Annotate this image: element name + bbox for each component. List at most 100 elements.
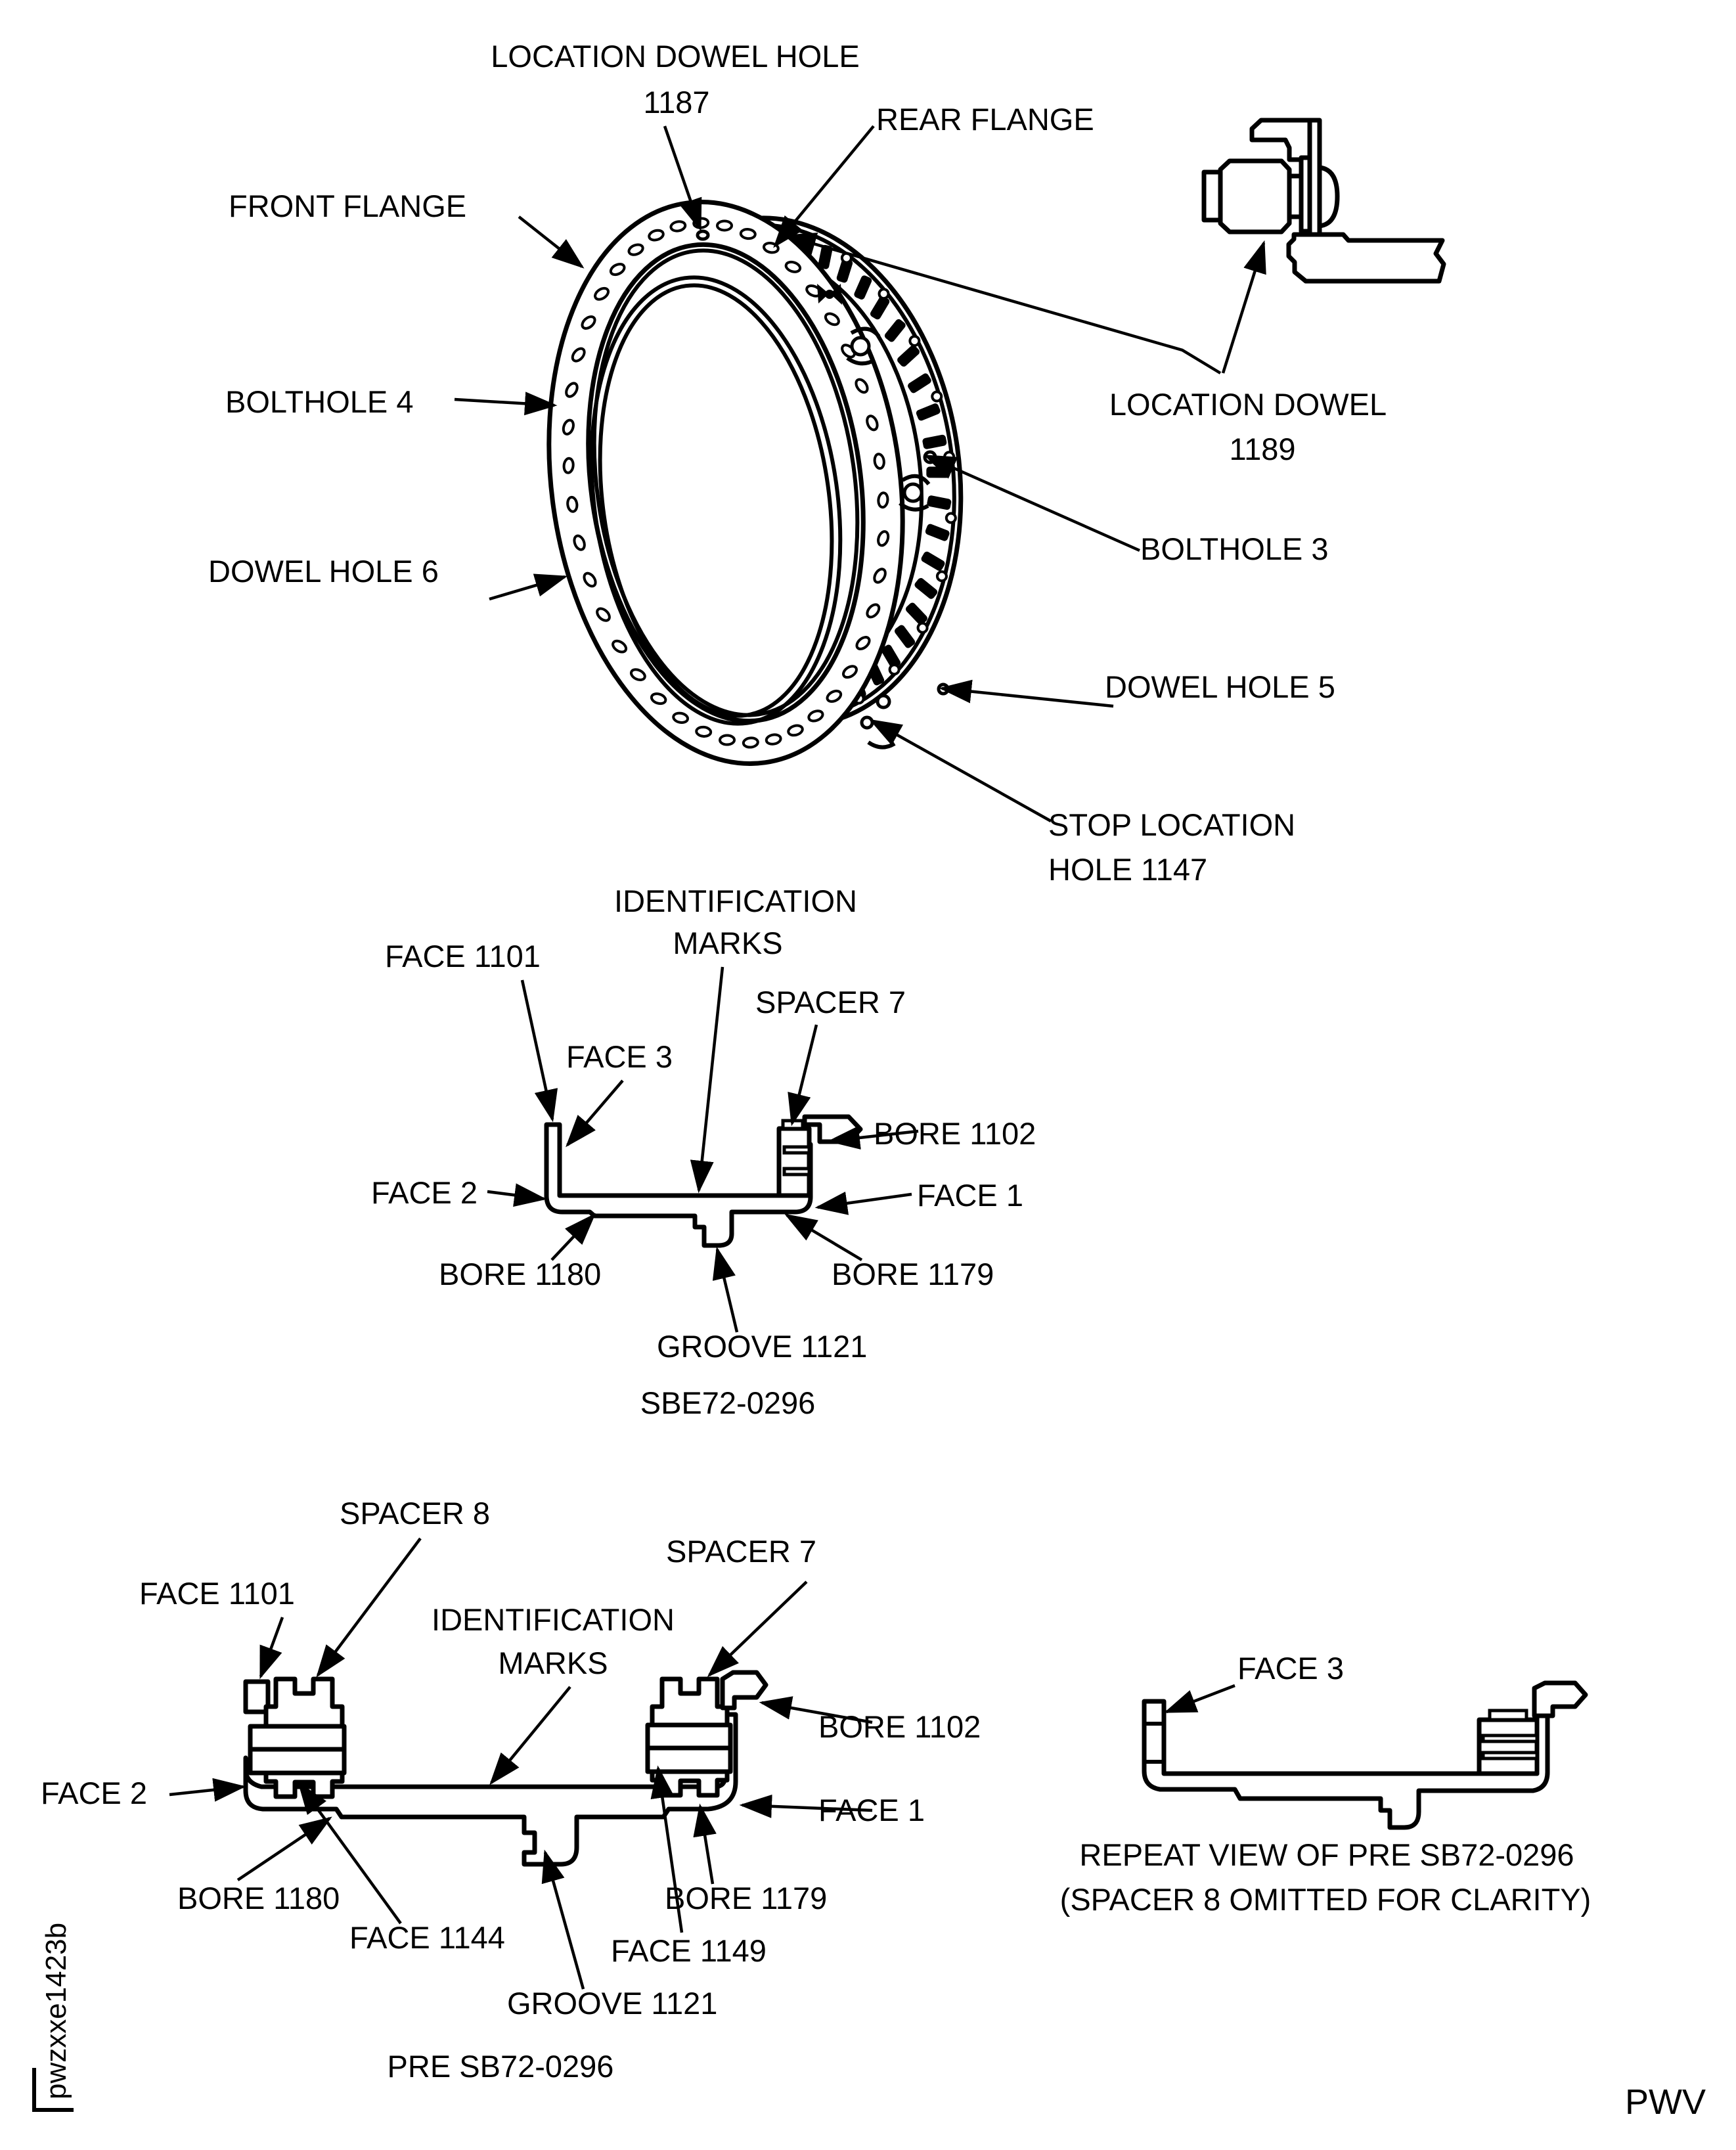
clip-icon: [830, 284, 842, 305]
flange-hook-section: [1249, 118, 1312, 162]
pre-spacer8-top-block: [263, 1676, 345, 1729]
label-sbe-marks: MARKS: [673, 926, 782, 960]
leader-pre-face-1: [739, 1794, 873, 1818]
caption-repeat-2: (SPACER 8 OMITTED FOR CLARITY): [1060, 1882, 1591, 1917]
front-bolt-hole: [627, 243, 644, 256]
clip-icon: [817, 284, 829, 303]
leader-sbe-bore-1180: [550, 1213, 596, 1261]
label-pre-bore-1102: BORE 1102: [818, 1709, 981, 1744]
leader-sbe-face-1101: [520, 979, 558, 1123]
latch-wing-icon: [850, 326, 881, 338]
front-bolt-hole: [650, 692, 667, 705]
front-bolt-hole: [719, 734, 736, 746]
leader-pre-face-2: [169, 1778, 246, 1802]
rear-flange-slot: [916, 403, 941, 421]
leader-sbe-face-3: [566, 1079, 624, 1148]
label-stop-location-1: STOP LOCATION: [1048, 807, 1295, 842]
front-bolt-hole: [787, 724, 804, 737]
latch-circle-icon: [850, 336, 871, 357]
publisher-code: PWV: [1625, 2082, 1706, 2122]
label-pre-spacer-7: SPACER 7: [666, 1534, 816, 1569]
label-sbe-groove-1121: GROOVE 1121: [657, 1329, 867, 1364]
leader-sbe-groove-1121: [712, 1246, 739, 1333]
leader-dowel-hole-6: [489, 573, 568, 601]
ring-illustration: [546, 200, 964, 766]
leader-sbe-bore-1102: [827, 1126, 919, 1150]
pre-section-drawing: [243, 1670, 768, 1867]
pre-bore-lip: [720, 1670, 768, 1711]
dowel-cap: [1201, 169, 1223, 223]
latch-circle-icon: [902, 482, 924, 503]
leader-pre-face-1101: [259, 1617, 284, 1680]
front-bolt-hole: [612, 639, 628, 654]
repeat-section-drawing: [1142, 1680, 1588, 1830]
repeat-spacer7-block: [1477, 1717, 1540, 1776]
leader-front-flange: [518, 215, 585, 269]
rear-flange-slot: [836, 258, 853, 283]
label-pre-face-1: FACE 1: [818, 1793, 925, 1827]
sbe-section-drawing: [544, 1114, 863, 1248]
latch-wing-icon: [867, 740, 896, 750]
caption-pre: PRE SB72-0296: [388, 2049, 614, 2084]
label-repeat-face-3: FACE 3: [1237, 1651, 1344, 1686]
figure-id-bracket: [32, 2068, 74, 2112]
rear-flange-slot: [884, 319, 906, 342]
label-stop-location-2: HOLE 1147: [1048, 852, 1207, 887]
label-pre-spacer-8: SPACER 8: [340, 1496, 490, 1531]
label-sbe-face-2: FACE 2: [371, 1175, 478, 1210]
sbe-channel-profile: [544, 1122, 813, 1248]
stop-hardware-icon: [876, 694, 891, 709]
leader-sbe-face-1: [814, 1191, 912, 1215]
rear-flange-slot: [921, 551, 945, 571]
label-front-flange: FRONT FLANGE: [229, 189, 466, 223]
front-bolt-hole: [583, 571, 597, 588]
label-sbe-identification: IDENTIFICATION: [614, 884, 857, 918]
rear-flange-slot: [905, 602, 927, 625]
clip-pin-icon: [825, 290, 834, 299]
front-bolt-hole: [873, 568, 887, 584]
label-pre-groove-1121: GROOVE 1121: [507, 1986, 717, 2021]
caption-sbe: SBE72-0296: [640, 1385, 816, 1420]
repeat-spacer7-slot: [1481, 1734, 1539, 1743]
front-bolt-hole: [573, 534, 586, 551]
rear-rim-hole: [945, 512, 957, 524]
repeat-spacer7-top-step: [1488, 1709, 1528, 1722]
leader-stop-location-hole: [869, 719, 1052, 822]
rear-flange-slot: [914, 577, 938, 599]
label-location-dowel-num: 1189: [1229, 432, 1295, 466]
label-pre-face-1144: FACE 1144: [349, 1920, 505, 1955]
rear-rim-hole: [931, 390, 943, 403]
front-bolt-hole: [594, 286, 610, 301]
front-bolt-hole: [609, 263, 626, 277]
front-bolt-hole: [877, 530, 890, 547]
caption-repeat-1: REPEAT VIEW OF PRE SB72-0296: [1079, 1837, 1574, 1872]
leader-rear-flange: [773, 125, 875, 248]
leader-pre-spacer-7: [707, 1580, 808, 1678]
ring-labels: LOCATION DOWEL HOLE 1187 REAR FLANGE FRO…: [208, 39, 1387, 887]
front-bolt-hole: [566, 495, 579, 513]
flange-leg-section: [1286, 232, 1446, 284]
front-bolt-hole: [742, 736, 759, 749]
label-location-dowel: LOCATION DOWEL: [1109, 387, 1387, 422]
repeat-labels: FACE 3 REPEAT VIEW OF PRE SB72-0296 (SPA…: [1060, 1651, 1591, 1917]
label-pre-bore-1180: BORE 1180: [177, 1881, 340, 1915]
leader-location-dowel-ring: [783, 233, 1222, 374]
front-bolt-hole: [855, 378, 869, 394]
label-dowel-hole-6: DOWEL HOLE 6: [208, 554, 439, 589]
label-dowel-hole-5: DOWEL HOLE 5: [1105, 669, 1335, 704]
front-bolt-hole: [581, 315, 596, 330]
dowel-hole-1187-target: [696, 229, 710, 241]
label-pre-face-1101: FACE 1101: [139, 1576, 295, 1611]
leader-arrows: [169, 125, 1266, 1990]
rear-flange-slot: [897, 345, 920, 367]
front-bolt-hole: [842, 665, 858, 679]
label-pre-face-2: FACE 2: [41, 1776, 147, 1810]
repeat-spacer7-slot: [1481, 1751, 1539, 1760]
leader-pre-spacer-8: [316, 1537, 422, 1678]
rear-rim-hole: [935, 570, 948, 583]
front-bolt-hole: [562, 418, 575, 436]
case-bore-drawing: [589, 275, 843, 726]
leader-pre-bore-1179: [693, 1803, 717, 1885]
label-sbe-face-1101: FACE 1101: [385, 939, 541, 974]
